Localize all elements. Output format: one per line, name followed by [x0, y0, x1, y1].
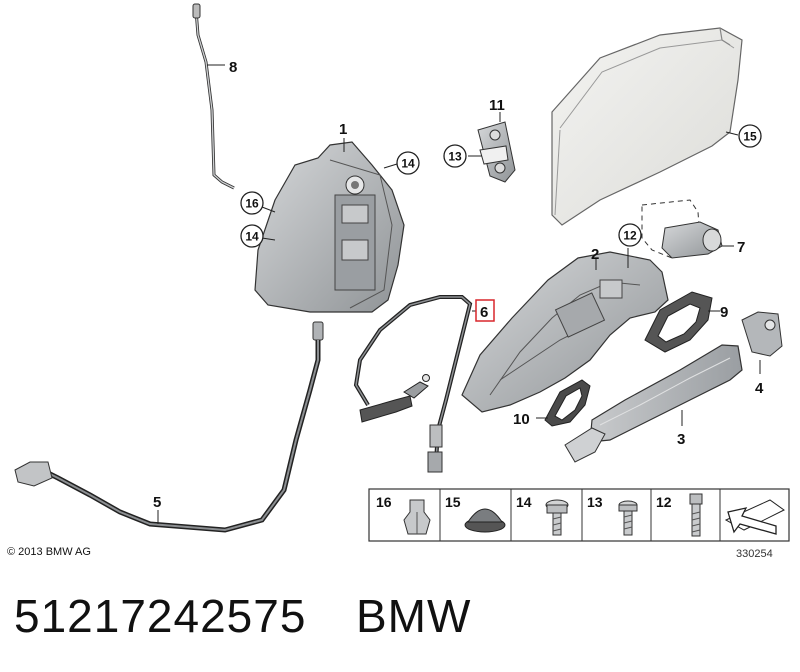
legend-16: 16	[376, 494, 392, 510]
cable-part-5	[14, 321, 324, 533]
callout-11: 11	[489, 97, 505, 114]
callout-labels: 8 1 11 2 7 9 4 3 10 5 6 14 16 14 13	[153, 59, 764, 511]
callout-1: 1	[339, 121, 347, 138]
callout-4: 4	[755, 380, 764, 397]
cover-cap-part-4	[741, 311, 783, 374]
arrow-icon	[724, 499, 785, 535]
callout-3: 3	[677, 431, 685, 448]
callout-2: 2	[591, 246, 599, 263]
callout-16-left: 16	[240, 191, 264, 215]
striker-part-11	[468, 112, 516, 183]
part-number: 51217242575	[14, 590, 306, 642]
bowden-cable-part-6	[353, 295, 480, 473]
legend-15: 15	[445, 494, 461, 510]
callout-9: 9	[720, 304, 728, 321]
outer-handle-part-3	[564, 344, 743, 463]
callout-10: 10	[513, 411, 530, 428]
image-number: 330254	[736, 548, 773, 560]
legend-14: 14	[516, 494, 532, 510]
gasket-part-10	[536, 379, 591, 427]
svg-text:13: 13	[448, 150, 462, 164]
svg-text:15: 15	[743, 130, 757, 144]
screw-icon	[618, 500, 638, 536]
grommet-icon	[464, 508, 506, 533]
svg-text:14: 14	[401, 157, 415, 171]
fastener-legend: 16 15 14 13 12	[368, 488, 790, 542]
callout-13: 13	[443, 144, 467, 168]
callout-5: 5	[153, 494, 161, 511]
svg-text:14: 14	[245, 230, 259, 244]
door-part-15	[551, 27, 743, 226]
callout-15: 15	[738, 124, 762, 148]
rod-part-8	[192, 3, 235, 190]
callout-12: 12	[618, 223, 642, 247]
screw-icon	[545, 499, 569, 536]
brand-name: BMW	[356, 590, 471, 642]
handle-carrier-part-2	[461, 248, 669, 413]
bolt-icon	[689, 493, 703, 537]
copyright-text: © 2013 BMW AG	[7, 546, 91, 558]
svg-text:12: 12	[623, 229, 637, 243]
callout-8: 8	[229, 59, 237, 76]
legend-13: 13	[587, 494, 603, 510]
callout-7: 7	[737, 239, 745, 256]
callout-14-top: 14	[396, 151, 420, 175]
legend-12: 12	[656, 494, 672, 510]
svg-text:16: 16	[245, 197, 259, 211]
clip-icon	[403, 499, 431, 535]
lock-cylinder-part-7	[641, 199, 734, 259]
gasket-part-9	[644, 291, 720, 353]
callout-14-left: 14	[240, 224, 264, 248]
door-lock-part-1	[254, 138, 405, 313]
callout-6-highlight-box	[475, 299, 495, 322]
callout-6: 6	[480, 304, 488, 321]
